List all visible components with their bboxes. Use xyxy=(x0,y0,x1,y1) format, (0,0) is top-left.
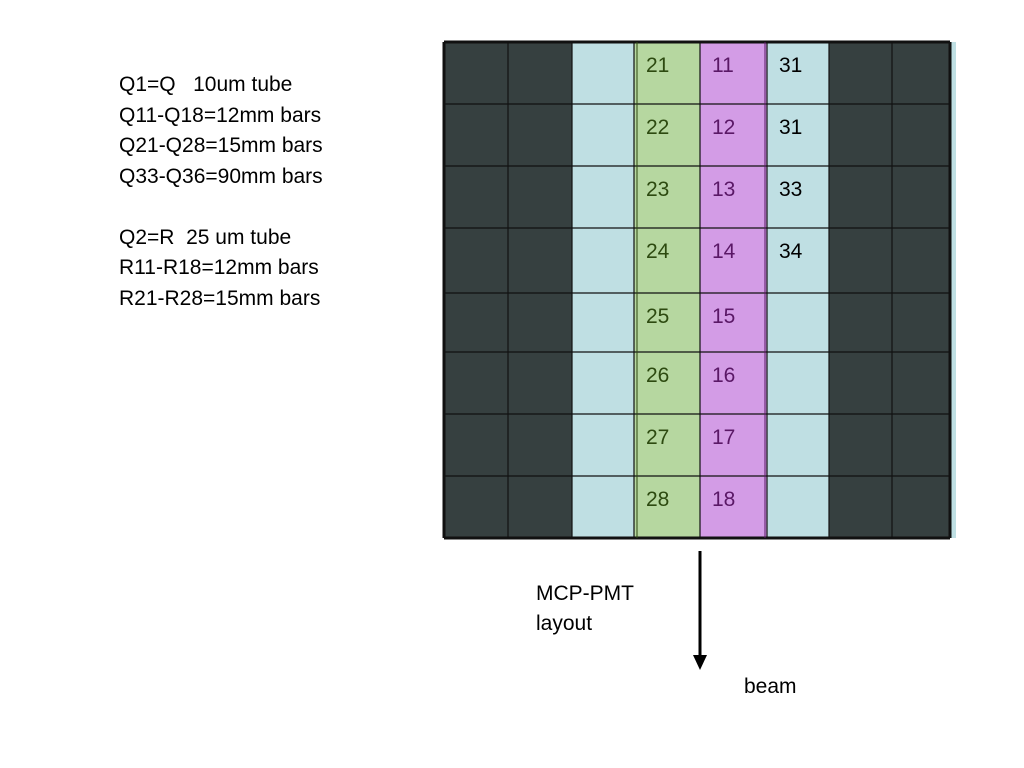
cell-label-14: 14 xyxy=(712,240,736,263)
beam-caption: beam xyxy=(744,675,797,698)
cell-label-11: 11 xyxy=(712,54,734,77)
caption-line-1: MCP-PMT xyxy=(536,582,634,605)
cell-label-13: 13 xyxy=(712,178,735,201)
cell-label-33: 33 xyxy=(779,178,802,201)
grid-column-6 xyxy=(767,42,829,538)
cell-label-21: 21 xyxy=(646,54,669,77)
note-line-r11: R11-R18=12mm bars xyxy=(119,256,319,279)
grid-column-3 xyxy=(572,42,634,538)
cell-label-23: 23 xyxy=(646,178,669,201)
note-line-q21: Q21-Q28=15mm bars xyxy=(119,134,323,157)
cell-label-28: 28 xyxy=(646,488,669,511)
cell-label-18: 18 xyxy=(712,488,735,511)
note-line-q33: Q33-Q36=90mm bars xyxy=(119,164,323,188)
note-line-r21: R21-R28=15mm bars xyxy=(119,286,321,310)
note-line-q11: Q11-Q18=12mm bars xyxy=(119,103,322,127)
caption-line-2: layout xyxy=(536,612,593,635)
cell-label-12: 12 xyxy=(712,116,735,139)
grid-column-4 xyxy=(634,42,700,538)
grid-column-1 xyxy=(444,42,508,538)
cell-label-16: 16 xyxy=(712,364,735,387)
mcp-pmt-layout-caption: MCP-PMT layout xyxy=(536,579,634,639)
cell-label-24: 24 xyxy=(646,240,670,263)
grid-column-8 xyxy=(892,42,950,538)
beam-arrow-head xyxy=(693,655,707,670)
note-line-q2: Q2=R 25 um tube xyxy=(119,225,292,249)
cell-label-22: 22 xyxy=(646,116,669,139)
grid-column-5 xyxy=(700,42,767,538)
cell-label-25: 25 xyxy=(646,305,669,328)
grid-column-2 xyxy=(508,42,572,538)
cell-label-17: 17 xyxy=(712,426,735,449)
notes-block: Q1=Q 10um tube Q11-Q18=12mm bars Q21-Q28… xyxy=(119,70,323,314)
cell-label-15: 15 xyxy=(712,305,735,328)
cell-label-27: 27 xyxy=(646,426,669,449)
cell-label-26: 26 xyxy=(646,364,669,387)
grid-column-7 xyxy=(829,42,892,538)
grid-edge-strip xyxy=(950,42,956,538)
note-line-q1: Q1=Q 10um tube xyxy=(119,73,293,96)
cell-label-34: 34 xyxy=(779,240,803,263)
cell-label-31: 31 xyxy=(779,54,802,77)
cell-label-31: 31 xyxy=(779,116,802,139)
